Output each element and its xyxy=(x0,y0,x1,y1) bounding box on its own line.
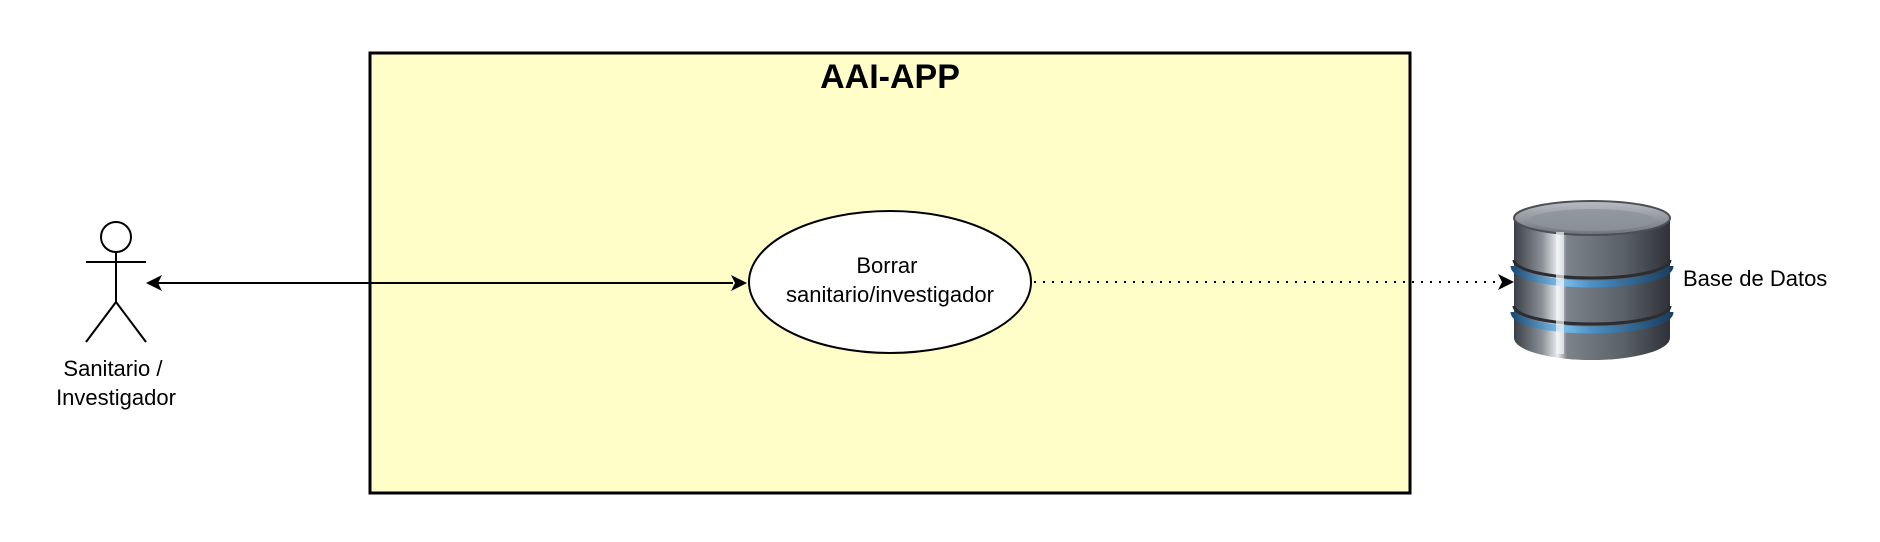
arrowhead-right xyxy=(731,275,747,291)
arrowhead-left xyxy=(146,275,162,291)
use-case-label: Borrar sanitario/investigador xyxy=(786,253,994,307)
use-case-borrar[interactable]: Borrar sanitario/investigador xyxy=(748,210,1032,354)
association-arrow xyxy=(146,275,747,291)
use-case-ellipse xyxy=(748,210,1032,354)
dependency-arrow xyxy=(1034,274,1514,290)
actor-label: Sanitario / Investigador xyxy=(56,356,176,410)
database-label: Base de Datos xyxy=(1683,266,1827,291)
actor-sanitario-investigador[interactable]: Sanitario / Investigador xyxy=(56,221,176,410)
system-title: AAI-APP xyxy=(820,58,960,96)
use-case-label-line2: sanitario/investigador xyxy=(786,282,994,307)
arrowhead-database xyxy=(1498,274,1514,290)
actor-label-line2: Investigador xyxy=(56,385,176,410)
stick-figure-actor-icon xyxy=(85,221,147,343)
actor-label-line1: Sanitario / xyxy=(63,356,163,381)
use-case-label-line1: Borrar xyxy=(856,253,917,278)
database-cylinder-icon xyxy=(1510,200,1674,360)
database[interactable]: Base de Datos xyxy=(1510,200,1827,360)
